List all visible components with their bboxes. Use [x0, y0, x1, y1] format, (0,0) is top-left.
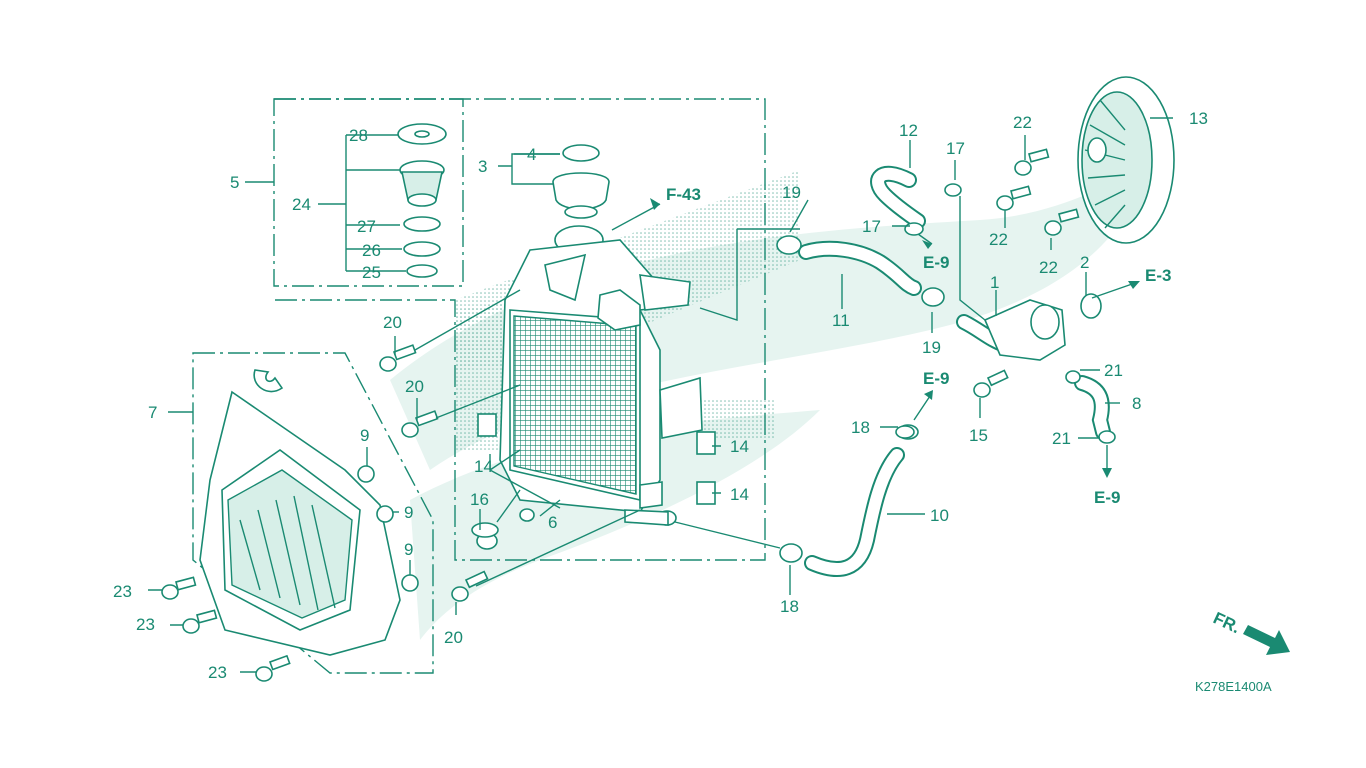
callout-25: 25 — [362, 263, 381, 282]
callout-5: 5 — [230, 173, 239, 192]
callouts: 1 2 3 4 5 6 7 8 9 9 9 10 11 12 13 14 14 … — [113, 109, 1208, 682]
callout-13: 13 — [1189, 109, 1208, 128]
ref-f43: F-43 — [666, 185, 701, 204]
callout-20c: 20 — [444, 628, 463, 647]
callout-10: 10 — [930, 506, 949, 525]
radiator-cap — [552, 144, 610, 255]
callout-14c: 14 — [730, 485, 749, 504]
shroud-7 — [199, 369, 401, 656]
callout-28: 28 — [349, 126, 368, 145]
callout-19b: 19 — [922, 338, 941, 357]
callout-6: 6 — [548, 513, 557, 532]
callout-9c: 9 — [404, 540, 413, 559]
callout-16: 16 — [470, 490, 489, 509]
diagram-code: K278E1400A — [1195, 679, 1272, 694]
callout-18a: 18 — [851, 418, 870, 437]
callout-20b: 20 — [405, 377, 424, 396]
callout-14a: 14 — [474, 457, 493, 476]
hose-11 — [776, 235, 922, 296]
callout-24: 24 — [292, 195, 311, 214]
front-arrow-icon: FR. — [1210, 608, 1290, 655]
callout-22a: 22 — [1013, 113, 1032, 132]
ref-e9-b: E-9 — [923, 369, 949, 388]
radiator — [499, 239, 703, 526]
callout-22b: 22 — [989, 230, 1008, 249]
pump-cover-1 — [921, 287, 1102, 361]
callout-12: 12 — [899, 121, 918, 140]
callout-17b: 17 — [862, 217, 881, 236]
callout-9b: 9 — [404, 503, 413, 522]
callout-15: 15 — [969, 426, 988, 445]
callout-1: 1 — [990, 273, 999, 292]
fasteners — [161, 148, 1080, 682]
callout-8: 8 — [1132, 394, 1141, 413]
callout-7: 7 — [148, 403, 157, 422]
radiator-frame — [274, 98, 766, 561]
cap-kit — [397, 123, 447, 278]
ref-e9-a: E-9 — [923, 253, 949, 272]
callout-23c: 23 — [208, 663, 227, 682]
callout-23a: 23 — [113, 582, 132, 601]
callout-18b: 18 — [780, 597, 799, 616]
front-marker-label: FR. — [1210, 608, 1243, 637]
callout-22c: 22 — [1039, 258, 1058, 277]
hose-10 — [779, 424, 919, 577]
impeller-13 — [1077, 76, 1175, 244]
references: F-43 E-9 E-9 E-9 E-3 — [666, 185, 1171, 507]
callout-27: 27 — [357, 217, 376, 236]
callout-19a: 19 — [782, 183, 801, 202]
callout-26: 26 — [362, 241, 381, 260]
callout-17a: 17 — [946, 139, 965, 158]
hose-12 — [870, 165, 962, 236]
callout-3: 3 — [478, 157, 487, 176]
ref-e9-c: E-9 — [1094, 488, 1120, 507]
callout-23b: 23 — [136, 615, 155, 634]
callout-21b: 21 — [1052, 429, 1071, 448]
ref-e3: E-3 — [1145, 266, 1171, 285]
callout-14b: 14 — [730, 437, 749, 456]
cover-frame-7 — [192, 352, 434, 674]
callout-9a: 9 — [360, 426, 369, 445]
callout-4: 4 — [527, 145, 536, 164]
callout-20a: 20 — [383, 313, 402, 332]
callout-11: 11 — [832, 311, 850, 330]
leader-lines — [148, 117, 1173, 673]
callout-21a: 21 — [1104, 361, 1123, 380]
hose-8 — [1065, 370, 1116, 444]
callout-2: 2 — [1080, 253, 1089, 272]
